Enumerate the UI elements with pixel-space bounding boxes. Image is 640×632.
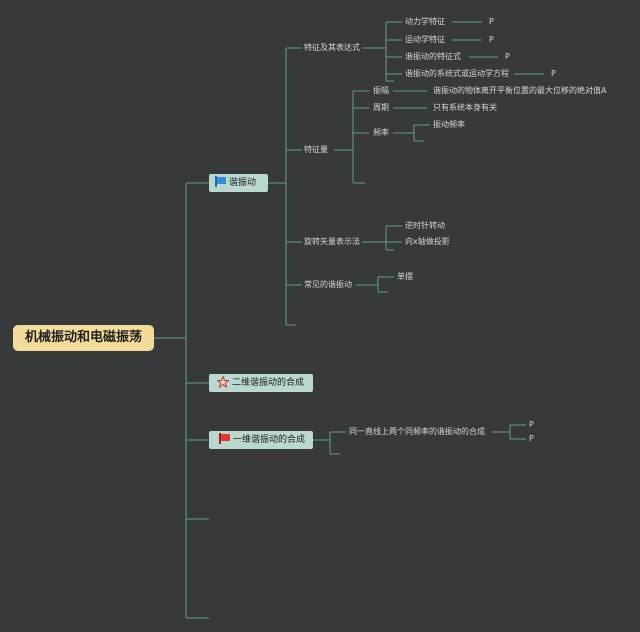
topic-counterclockwise[interactable]: 逆时针转动	[405, 221, 445, 230]
topic-rotating-vector[interactable]: 旋转矢量表示法	[304, 237, 360, 246]
topic-x-axis-projection[interactable]: 向x轴做投影	[405, 237, 450, 246]
root-node[interactable]: 机械振动和电磁振荡	[13, 325, 154, 351]
branch-1d-composition-label: 一维谐振动的合成	[233, 435, 306, 445]
topic-common-harmonic[interactable]: 常见的谐振动	[304, 280, 352, 289]
branch-2d-composition[interactable]: 二维谐振动的合成	[209, 374, 313, 392]
branch-harmonic-label: 谐振动	[229, 178, 257, 188]
topic-kinematic-feature[interactable]: 运动学特征	[405, 35, 445, 44]
topic-characteristic-quantity[interactable]: 特征量	[304, 145, 328, 154]
blue-flag-icon	[215, 176, 226, 187]
topic-features-expression[interactable]: 特征及其表达式	[304, 43, 360, 52]
suffix-p: P	[489, 35, 494, 44]
topic-frequency[interactable]: 频率	[373, 128, 389, 137]
topic-harmonic-feature-formula[interactable]: 谐振动的特征式	[405, 52, 461, 61]
branch-2d-composition-label: 二维谐振动的合成	[232, 378, 305, 388]
topic-vibration-frequency[interactable]: 振动频率	[433, 120, 465, 129]
suffix-p: P	[505, 52, 510, 61]
branch-harmonic[interactable]: 谐振动	[209, 174, 268, 192]
topic-period-desc[interactable]: 只有系统本身有关	[433, 103, 497, 112]
branch-1d-composition[interactable]: 一维谐振动的合成	[209, 431, 313, 449]
suffix-p: P	[551, 69, 556, 78]
topic-amplitude[interactable]: 振幅	[373, 86, 389, 95]
topic-motion-equation[interactable]: 谐振动的系统式或运动学方程	[405, 69, 509, 78]
topic-simple-pendulum[interactable]: 单摆	[397, 272, 413, 281]
suffix-p: P	[529, 420, 534, 429]
red-flag-icon	[219, 433, 230, 444]
topic-period[interactable]: 周期	[373, 103, 389, 112]
topic-dynamic-feature[interactable]: 动力学特征	[405, 17, 445, 26]
topic-amplitude-desc[interactable]: 谐振动的物体离开平衡位置的最大位移的绝对值A	[433, 86, 607, 95]
suffix-p: P	[529, 434, 534, 443]
star-icon	[216, 374, 230, 388]
topic-same-line-composition[interactable]: 同一直线上两个同频率的谐振动的合成	[349, 427, 485, 436]
suffix-p: P	[489, 17, 494, 26]
